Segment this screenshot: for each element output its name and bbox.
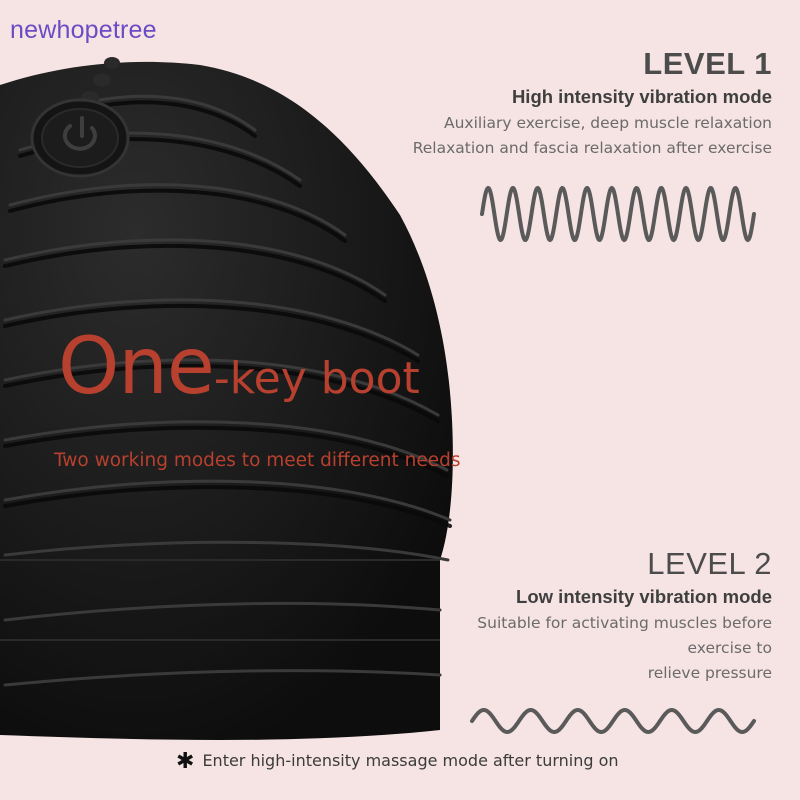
level-2-line: relieve pressure — [647, 664, 772, 682]
power-icon — [62, 116, 97, 151]
high-frequency-wave-icon — [480, 185, 756, 243]
headline-rest: -key boot — [213, 353, 420, 404]
headline: One-key boot — [58, 322, 420, 412]
level-1-mode: High intensity vibration mode — [511, 86, 772, 107]
level-2-description: Suitable for activating muscles before e… — [477, 611, 772, 686]
footnote: ✱ Enter high-intensity massage mode after… — [176, 749, 619, 774]
level-1-line: Auxiliary exercise, deep muscle relaxati… — [443, 114, 772, 132]
level-2-line: Suitable for activating muscles before — [477, 614, 772, 632]
footnote-text: Enter high-intensity massage mode after … — [202, 751, 619, 770]
level-2-block: LEVEL 2 Low intensity vibration mode Sui… — [477, 546, 772, 686]
level-2-mode: Low intensity vibration mode — [516, 586, 772, 607]
level-1-block: LEVEL 1 High intensity vibration mode Au… — [413, 46, 772, 161]
asterisk-icon: ✱ — [176, 749, 195, 774]
level-1-title: LEVEL 1 — [643, 46, 772, 81]
level-1-description: Auxiliary exercise, deep muscle relaxati… — [413, 111, 772, 161]
level-2-line: exercise to — [687, 639, 772, 657]
subheadline: Two working modes to meet different need… — [54, 450, 461, 471]
brand-watermark: newhopetree — [10, 16, 157, 44]
level-1-line: Relaxation and fascia relaxation after e… — [412, 139, 772, 157]
headline-big: One — [58, 322, 215, 412]
level-2-title: LEVEL 2 — [647, 546, 772, 581]
low-frequency-wave-icon — [470, 707, 756, 735]
